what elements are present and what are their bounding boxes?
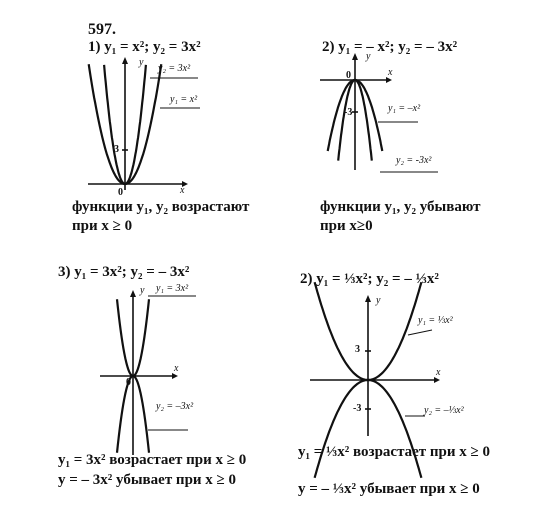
p2-label-y1: y₁ = –x² — [388, 103, 421, 114]
p4-caption-1: y₁ = ⅓x² возрастает при x ≥ 0 — [298, 444, 491, 460]
p1-label-y1: y₁ = x² — [170, 94, 198, 105]
p3-heading: 3) y₁ = 3x²; y₂ = – 3x² — [58, 264, 190, 280]
p4-leader-y1 — [407, 329, 433, 336]
problem-number: 597. — [88, 21, 116, 38]
p3-label-y1: y₁ = 3x² — [156, 283, 189, 294]
p3-curve-y2 — [115, 374, 151, 453]
p2-caption-1: функции y₁, y₂ убывают — [320, 199, 481, 215]
p1-origin: 0 — [118, 187, 123, 198]
p1-heading: 1) y₁ = x²; y₂ = 3x² — [88, 39, 201, 55]
p1-caption-1: функции y₁, y₂ возрастают — [72, 199, 250, 215]
p3-y-arrow-icon — [130, 290, 136, 297]
p3-label-y2: y₂ = –3x² — [156, 401, 194, 412]
p4-heading: 2) y₁ = ⅓x²; y₂ = – ⅓x² — [300, 271, 439, 287]
p3-y-label: y — [140, 285, 145, 296]
p2-tick-label: -3 — [344, 107, 353, 118]
p4-tick-pos: 3 — [355, 344, 360, 355]
p4-x-label: x — [436, 367, 441, 378]
p1-caption-2: при x ≥ 0 — [72, 218, 133, 234]
p3-x-label: x — [174, 363, 179, 374]
p2-origin: 0 — [346, 70, 351, 81]
p4-y-arrow-icon — [365, 295, 371, 302]
p2-y-label: y — [366, 51, 371, 62]
p2-curve-y2 — [337, 78, 373, 161]
p1-x-arrow-icon — [182, 181, 188, 187]
p3-caption-2: y = – 3x² убывает при x ≥ 0 — [58, 472, 237, 488]
p3-x-arrow-icon — [172, 373, 178, 379]
p2-x-label: x — [388, 67, 393, 78]
p2-caption-2: при x≥0 — [320, 218, 373, 234]
p4-tick-neg: -3 — [353, 403, 362, 414]
p2-y-arrow-icon — [352, 53, 358, 60]
p2-label-y2: y₂ = -3x² — [396, 155, 432, 166]
p4-label-y2: y₂ = –⅓x² — [424, 405, 464, 416]
p4-caption-2: y = – ⅓x² убывает при x ≥ 0 — [298, 481, 480, 497]
p2-x-arrow-icon — [386, 77, 392, 83]
p1-tick-label: 3 — [114, 144, 119, 155]
p1-x-label: x — [180, 185, 185, 196]
p1-label-y2: y₂ = 3x² — [158, 63, 191, 74]
p4-label-y1: y₁ = ⅓x² — [418, 315, 453, 326]
p3-caption-1: y₁ = 3x² возрастает при x ≥ 0 — [58, 452, 247, 468]
p2-heading: 2) y₁ = – x²; y₂ = – 3x² — [322, 39, 458, 55]
p1-curve-y2 — [103, 64, 147, 186]
p4-y-label: y — [376, 295, 381, 306]
p1-y-arrow-icon — [122, 57, 128, 64]
p1-y-label: y — [139, 57, 144, 68]
p3-origin: 0 — [126, 377, 131, 388]
p4-x-arrow-icon — [434, 377, 440, 383]
p4-curve-y2 — [313, 378, 423, 479]
